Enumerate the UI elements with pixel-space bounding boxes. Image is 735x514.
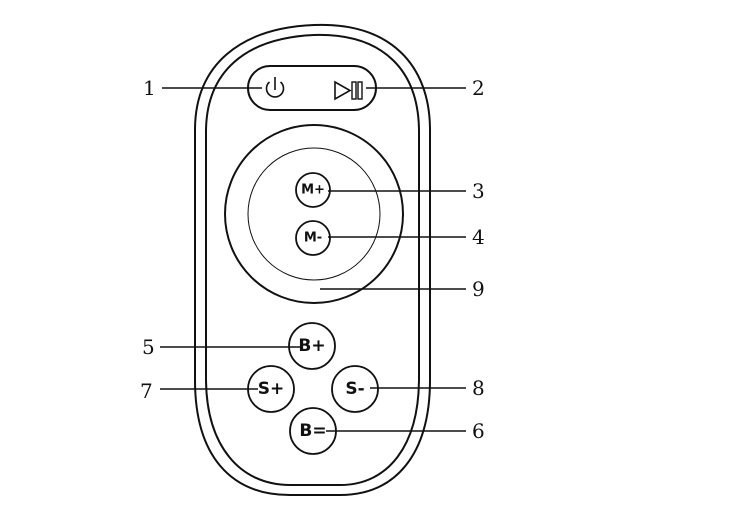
touch-ring-inner: [247, 147, 381, 281]
mode-up-button[interactable]: M+: [295, 172, 331, 208]
touch-ring-outer[interactable]: [224, 124, 404, 304]
mode-down-label: M-: [304, 231, 322, 246]
play-pause-icon[interactable]: [334, 80, 363, 101]
power-icon[interactable]: [265, 77, 285, 98]
brightness-up-button[interactable]: B+: [288, 322, 336, 370]
mode-up-label: M+: [301, 183, 325, 198]
speed-down-label: S-: [345, 379, 364, 399]
callout-9: 9: [472, 277, 485, 301]
callout-2: 2: [472, 76, 485, 100]
leader-lines: [160, 87, 466, 432]
callout-7: 7: [140, 379, 153, 403]
callout-6: 6: [472, 419, 485, 443]
brightness-down-label: B=: [299, 421, 326, 441]
speed-down-button[interactable]: S-: [331, 365, 379, 413]
callout-1: 1: [143, 76, 156, 100]
remote-body-inner: [205, 33, 420, 486]
callout-8: 8: [472, 376, 485, 400]
remote-body-outer: [194, 23, 431, 496]
mode-down-button[interactable]: M-: [295, 220, 331, 256]
callout-3: 3: [472, 179, 485, 203]
speed-up-label: S+: [258, 379, 285, 399]
callout-4: 4: [472, 225, 485, 249]
brightness-up-label: B+: [298, 336, 325, 356]
callout-5: 5: [142, 335, 155, 359]
